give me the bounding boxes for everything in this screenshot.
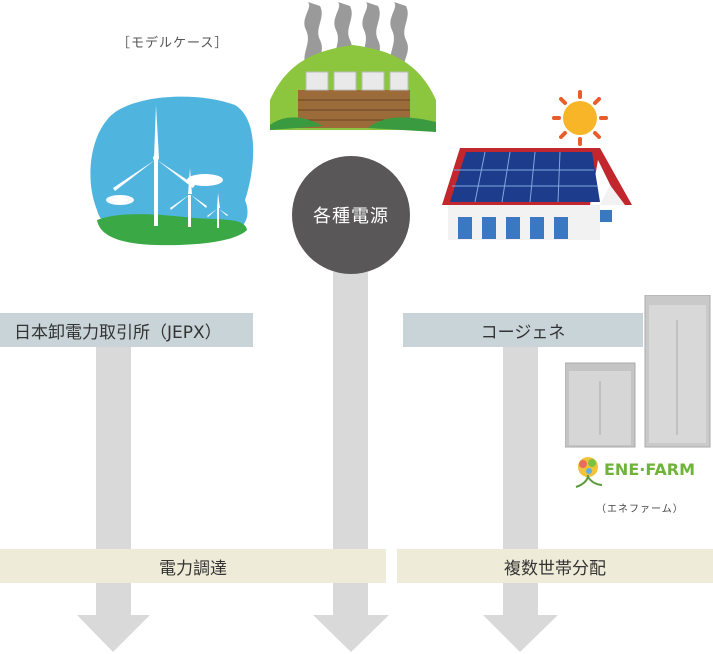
arrow-sources-down bbox=[313, 272, 389, 652]
arrow-jepx-down bbox=[77, 347, 150, 652]
power-procurement-label: 電力調達 bbox=[0, 549, 386, 583]
jepx-label: 日本卸電力取引所（JEPX） bbox=[0, 313, 253, 347]
enefarm-caption: （エネファーム） bbox=[596, 504, 684, 515]
enefarm-logo-text: ENE·FARM bbox=[604, 460, 695, 479]
cogeneration-label: コージェネ bbox=[403, 313, 643, 347]
arrow-cogen-down bbox=[483, 347, 558, 652]
enefarm-logo: ENE·FARM bbox=[575, 457, 695, 488]
sun-icon bbox=[552, 90, 608, 146]
solar-house-illustration bbox=[442, 90, 632, 240]
model-case-label: ［モデルケース］ bbox=[117, 36, 229, 51]
wind-turbine-illustration bbox=[90, 96, 254, 246]
tree-icon bbox=[575, 457, 603, 488]
power-sources-circle: 各種電源 bbox=[292, 156, 410, 274]
power-plant-illustration bbox=[270, 2, 436, 132]
enefarm-units-illustration bbox=[565, 295, 711, 448]
multi-household-distribution-label: 複数世帯分配 bbox=[397, 549, 713, 583]
